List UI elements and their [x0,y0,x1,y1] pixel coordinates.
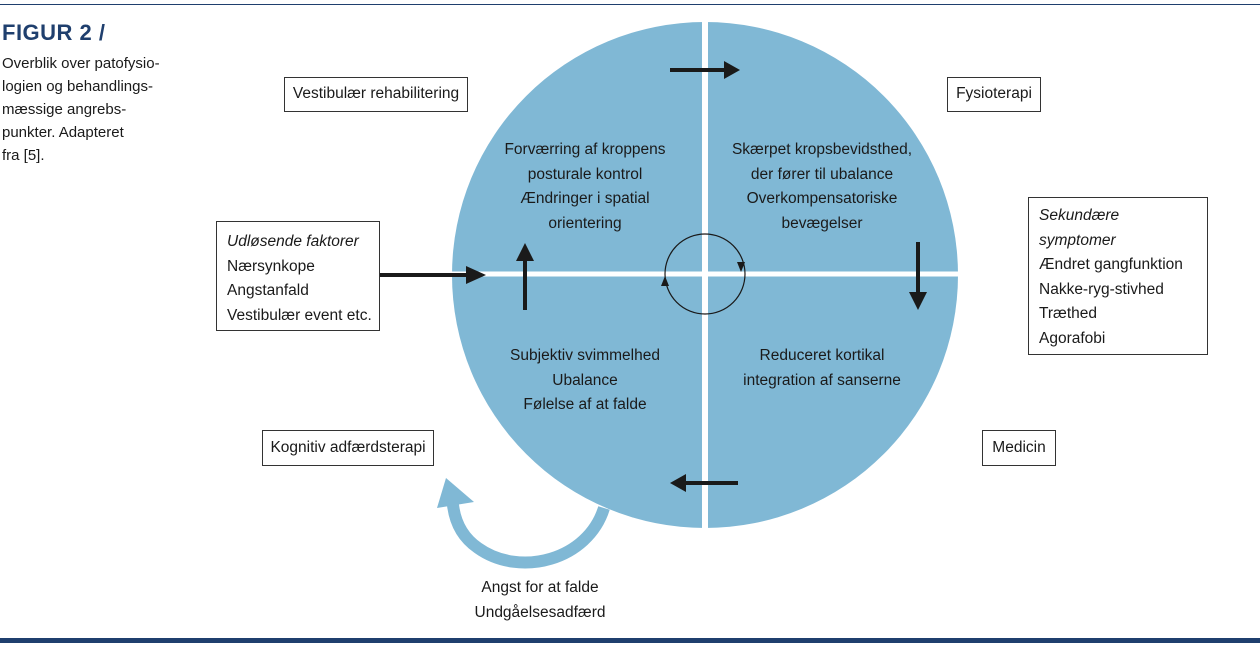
box-medicin: Medicin [982,430,1056,466]
box-title: symptomer [1039,231,1116,249]
feedback-label: Angst for at falde Undgåelsesadfærd [440,576,640,625]
quadrant-top-right-text: Skærpet kropsbevidsthed, der fører til u… [722,138,922,236]
box-title: Sekundære [1039,207,1120,224]
text-line: Reduceret kortikal [759,347,885,364]
box-vestibular-rehabilitation: Vestibulær rehabilitering [284,77,468,112]
box-line: Træthed [1039,305,1098,322]
box-line: Nærsynkope [227,257,315,275]
text-line: der fører til ubalance [750,165,894,183]
quadrant-bottom-right-text: Reduceret kortikal integration af sanser… [722,344,922,393]
box-title: Udløsende faktorer [227,233,359,250]
text-line: Ændringer i spatial [520,190,650,207]
box-label: Medicin [992,438,1046,456]
bottom-rule [0,638,1260,643]
text-line: Angst for at falde [481,579,599,596]
text-line: Forværring af kroppens [504,141,666,158]
text-line: Skærpet kropsbevidsthed, [731,141,913,158]
text-line: Følelse af at falde [523,396,647,413]
figure-label: FIGUR 2 / [2,20,106,45]
caption-line: fra [5]. [2,147,45,164]
quadrant-bottom-left-text: Subjektiv svimmelhed Ubalance Følelse af… [490,344,680,418]
quadrant-top-left-text: Forværring af kroppens posturale kontrol… [490,138,680,236]
arrow-down-right [909,242,927,310]
caption-line: logien og behandlings- [2,78,153,95]
arrow-trigger-input [380,266,486,284]
box-line: Nakke-ryg-stivhed [1039,280,1164,298]
text-line: orientering [548,214,622,232]
box-secondary-symptoms: Sekundære symptomer Ændret gangfunktion … [1028,197,1208,355]
text-line: Undgåelsesadfærd [474,603,606,621]
box-label: Fysioterapi [956,85,1032,103]
arrow-up-left [516,243,534,310]
arrow-bottom-left [670,474,738,492]
text-line: Subjektiv svimmelhed [510,347,660,364]
text-line: bevægelser [781,214,863,232]
text-line: Overkompensatoriske [746,190,898,207]
box-line: Ændret gangfunktion [1039,256,1183,273]
box-label: Vestibulær rehabilitering [292,85,460,103]
caption-line: Overblik over patofysio- [2,55,160,72]
figure-caption: Overblik over patofysio- logien og behan… [2,52,202,167]
text-line: Ubalance [552,371,618,389]
arrow-top-right [670,61,740,79]
rotation-circle [664,233,746,315]
caption-line: punkter. Adapteret [2,124,124,141]
caption-line: mæssige angrebs- [2,101,127,118]
box-triggers: Udløsende faktorer Nærsynkope Angstanfal… [216,221,380,331]
box-kognitiv-adfaerdsterapi: Kognitiv adfærdsterapi [262,430,434,466]
box-fysioterapi: Fysioterapi [947,77,1041,112]
top-rule [0,4,1260,5]
box-line: Agorafobi [1039,329,1106,347]
arrow-feedback-curved [437,478,610,569]
box-line: Angstanfald [227,282,309,299]
box-label: Kognitiv adfærdsterapi [270,438,426,456]
rotation-arrowhead-left [661,276,669,286]
rotation-arrowhead-right [737,262,745,272]
box-line: Vestibulær event etc. [227,306,372,324]
text-line: posturale kontrol [527,165,643,183]
text-line: integration af sanserne [743,371,901,389]
